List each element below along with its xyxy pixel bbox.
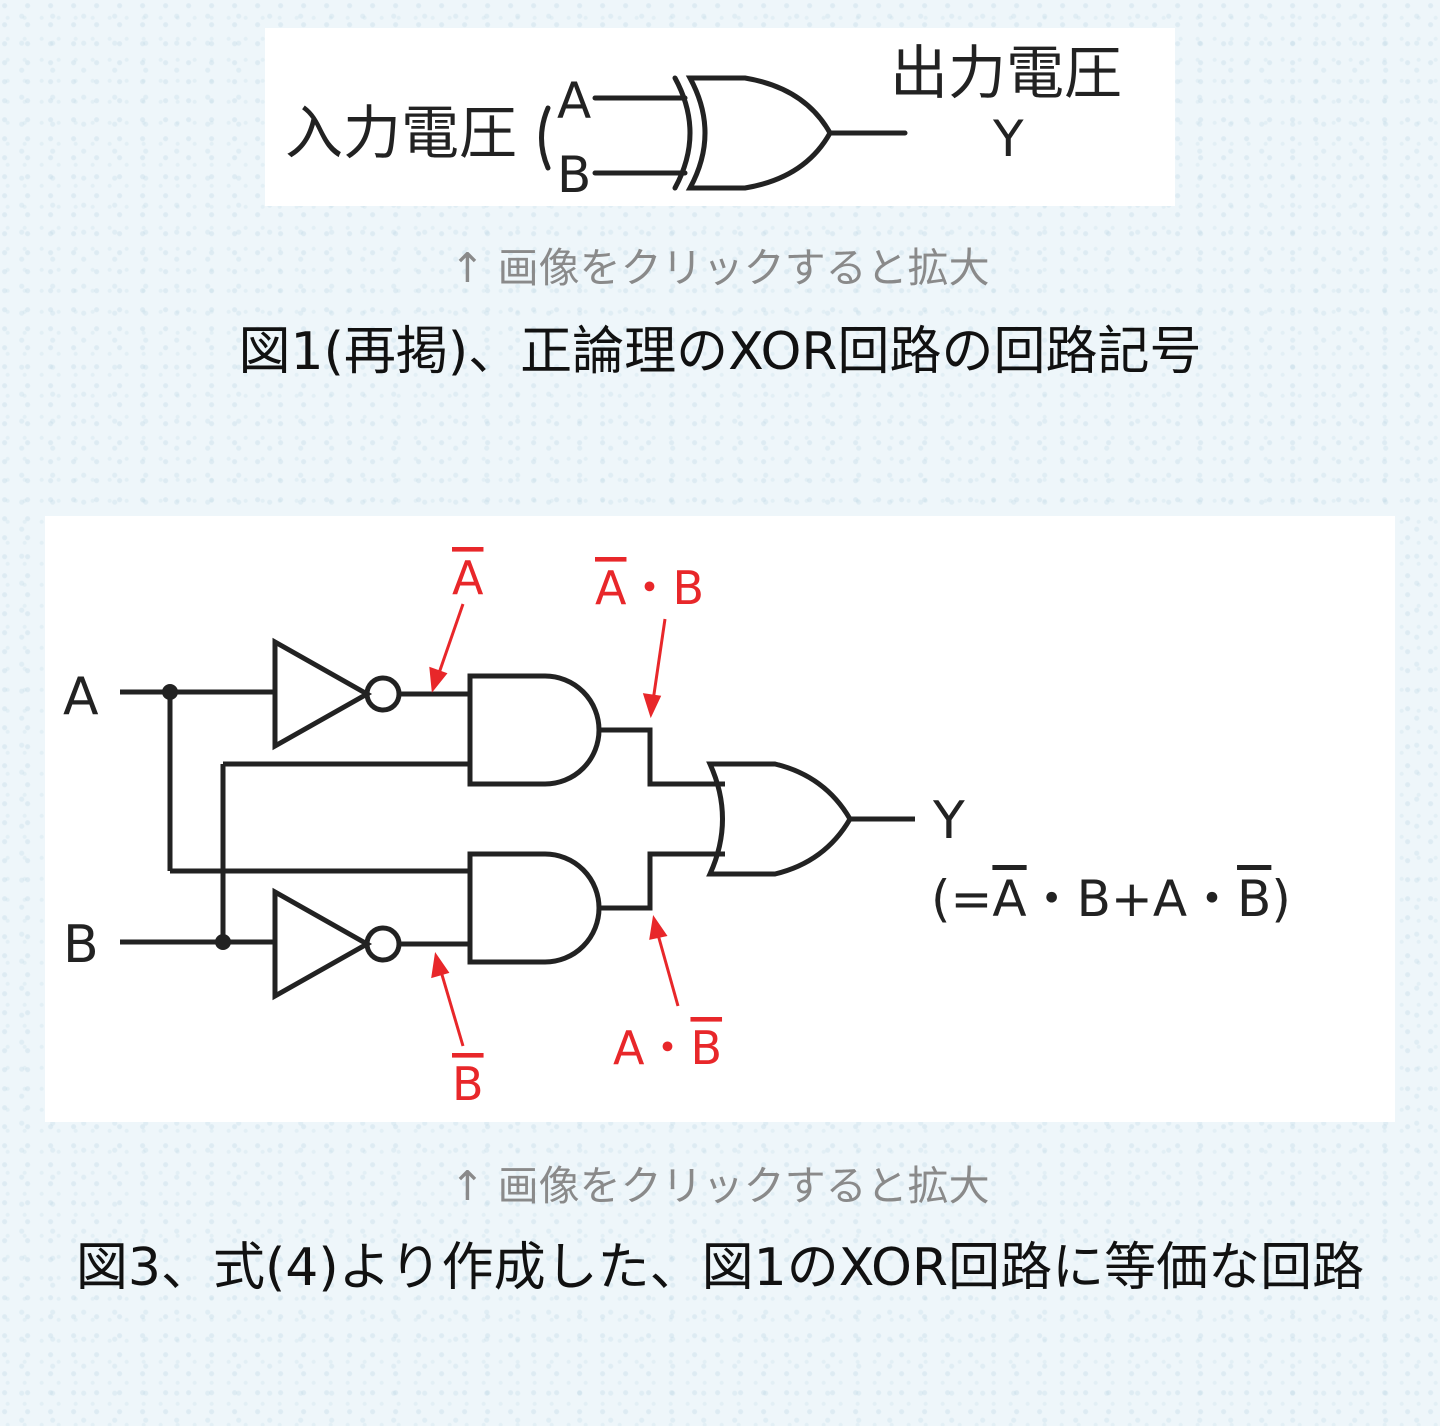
formula-close: ) (1271, 870, 1291, 928)
and-gate-1 (467, 673, 602, 787)
arrow-and-top (651, 618, 667, 702)
arrow-not-b (438, 967, 465, 1047)
and-gate-2 (467, 851, 602, 965)
output-y-label: Y (932, 791, 965, 851)
input-a-label: A (557, 72, 591, 130)
formula-a-bar: A (992, 870, 1026, 928)
input-bracket (539, 105, 551, 171)
arrow-not-a (436, 603, 465, 677)
equivalent-circuit-image[interactable]: A B Y (=A・B+A・B) A A・B B A・B (45, 516, 1395, 1122)
annotation-not-b: B (452, 1057, 484, 1111)
annotation-and-bottom: A・B (613, 1021, 722, 1075)
formula-b: B+A (1077, 870, 1187, 928)
input-a-label: A (63, 667, 99, 727)
annotation-and-top: A・B (595, 561, 704, 615)
output-formula: (=A・B+A・B) (931, 870, 1291, 928)
output-y-label: Y (992, 110, 1024, 168)
formula-dot1: ・ (1027, 870, 1077, 928)
junction-a (162, 684, 178, 700)
xor-input-curve (672, 75, 693, 191)
annotation-not-a: A (452, 551, 484, 605)
junction-b (215, 934, 231, 950)
input-voltage-label: 入力電圧 (285, 99, 517, 167)
formula-dot2: ・ (1187, 870, 1237, 928)
wire-and1-to-or (598, 727, 725, 787)
enlarge-hint: ↑ 画像をクリックすると拡大 (450, 244, 990, 292)
enlarge-hint: ↑ 画像をクリックすると拡大 (450, 1162, 990, 1210)
arrow-and-bottom (655, 930, 680, 1007)
xor-symbol-diagram: 入力電圧 A B 出力電圧 Y (285, 39, 1122, 204)
output-voltage-label: 出力電圧 (890, 39, 1122, 107)
input-b-label: B (63, 915, 99, 975)
figure1-caption: 図1(再掲)、正論理のXOR回路の回路記号 (238, 322, 1202, 382)
input-b-label: B (557, 146, 591, 204)
equivalent-circuit-diagram: A B Y (=A・B+A・B) A A・B B A・B (63, 551, 1291, 1111)
formula-b-bar: B (1237, 870, 1271, 928)
formula-open: (= (931, 870, 992, 928)
figure3-caption: 図3、式(4)より作成した、図1のXOR回路に等価な回路 (75, 1238, 1365, 1298)
not-gate-a (272, 637, 373, 751)
not-gate-b (272, 887, 373, 1001)
or-gate (706, 761, 853, 877)
xor-symbol-image[interactable]: 入力電圧 A B 出力電圧 Y (265, 28, 1175, 206)
wire-and2-to-or (598, 851, 725, 911)
or-body (685, 75, 833, 191)
